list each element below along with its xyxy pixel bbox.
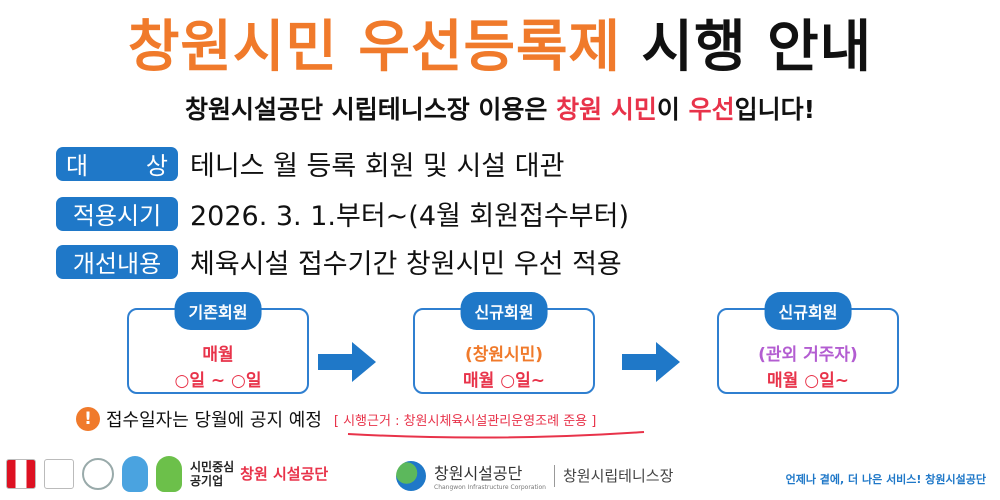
flow-citizen-line1: (창원시민) xyxy=(464,345,544,365)
org-logo: 창원시설공단 Changwon Infrastructure Corporati… xyxy=(396,460,673,491)
flow-box-new-nonresident: 신규회원 (관외 거주자) 매월 ○일~ xyxy=(717,292,899,394)
info-value-improvement: 체육시설 접수기간 창원시민 우선 적용 xyxy=(190,249,622,280)
flow-existing-line1: 매월 xyxy=(202,345,234,365)
facility-name: 창원시립테니스장 xyxy=(562,467,674,485)
info-row-period: 적용시기 2026. 3. 1.부터~(4월 회원접수부터) xyxy=(56,194,629,233)
corp-slogan: 시민중심 공기업 xyxy=(190,460,234,488)
mascot-green-icon xyxy=(156,456,182,492)
right-arrow-icon xyxy=(622,342,680,382)
subtitle-highlight-priority: 우선 xyxy=(688,95,735,124)
tag-period-label: 적용시기 xyxy=(72,202,162,230)
consumer-award-logo xyxy=(82,458,114,490)
flow-box-new-citizen: 신규회원 (창원시민) 매월 ○일~ xyxy=(413,292,595,394)
certification-logo xyxy=(6,459,36,489)
corp-line2: 공기업 xyxy=(190,474,224,488)
page-title: 창원시민 우선등록제 시행 안내 xyxy=(0,2,1000,83)
subtitle: 창원시설공단 시립테니스장 이용은 창원 시민이 우선입니다! xyxy=(0,90,1000,126)
title-highlight: 창원시민 우선등록제 xyxy=(127,15,622,80)
notice: ! 접수일자는 당월에 공지 예정 [ 시행근거 : 창원시체육시설관리운영조례… xyxy=(76,406,596,432)
subtitle-highlight-citizen: 창원 시민 xyxy=(556,95,657,124)
info-row-improvement: 개선내용 체육시설 접수기간 창원시민 우선 적용 xyxy=(56,242,622,281)
footer-slogan: 언제나 곁에, 더 나은 서비스! 창원시설공단 xyxy=(785,473,986,486)
tag-improvement-label: 개선내용 xyxy=(72,250,162,278)
divider xyxy=(553,464,555,487)
flow-box-existing: 기존회원 매월 ○일 ~ ○일 xyxy=(127,292,309,394)
flow-nonresident-line1: (관외 거주자) xyxy=(758,345,858,365)
info-row-target: 대 상 테니스 월 등록 회원 및 시설 대관 xyxy=(56,144,564,183)
flow-pill-existing: 기존회원 xyxy=(174,292,262,330)
mascot-blue-icon xyxy=(122,456,148,492)
red-underline xyxy=(347,431,645,439)
subtitle-part3: 입니다! xyxy=(734,95,815,124)
flow-pill-new-citizen: 신규회원 xyxy=(460,292,548,330)
corp-script-logo: 창원 시설공단 xyxy=(240,465,329,483)
subtitle-part2: 이 xyxy=(656,95,689,124)
flow-citizen-line2: 매월 ○일~ xyxy=(463,371,545,391)
seal-logo xyxy=(44,459,74,489)
globe-icon xyxy=(396,460,426,491)
tag-target-left: 대 xyxy=(66,152,89,180)
notice-text: 접수일자는 당월에 공지 예정 xyxy=(106,410,322,431)
subtitle-part1: 창원시설공단 시립테니스장 이용은 xyxy=(185,95,557,124)
flow-pill-new-nonresident: 신규회원 xyxy=(764,292,852,330)
tag-target: 대 상 xyxy=(56,146,178,181)
info-value-target: 테니스 월 등록 회원 및 시설 대관 xyxy=(190,151,565,182)
info-value-period: 2026. 3. 1.부터~(4월 회원접수부터) xyxy=(190,201,629,232)
flow-nonresident-line2: 매월 ○일~ xyxy=(767,371,849,391)
right-arrow-icon xyxy=(318,342,376,382)
tag-target-right: 상 xyxy=(145,152,168,180)
org-name-block: 창원시설공단 Changwon Infrastructure Corporati… xyxy=(434,460,546,491)
exclamation-icon: ! xyxy=(76,407,100,431)
footer-logos: 시민중심 공기업 창원 시설공단 xyxy=(6,456,328,492)
tag-period: 적용시기 xyxy=(56,196,178,231)
notice-reference: [ 시행근거 : 창원시체육시설관리운영조례 준용 ] xyxy=(333,413,597,429)
org-english: Changwon Infrastructure Corporation xyxy=(434,484,546,491)
title-rest: 시행 안내 xyxy=(641,15,873,80)
flow-existing-line2: ○일 ~ ○일 xyxy=(174,371,262,391)
org-name: 창원시설공단 xyxy=(434,464,523,483)
corp-line1: 시민중심 xyxy=(190,460,235,474)
tag-improvement: 개선내용 xyxy=(56,244,178,279)
